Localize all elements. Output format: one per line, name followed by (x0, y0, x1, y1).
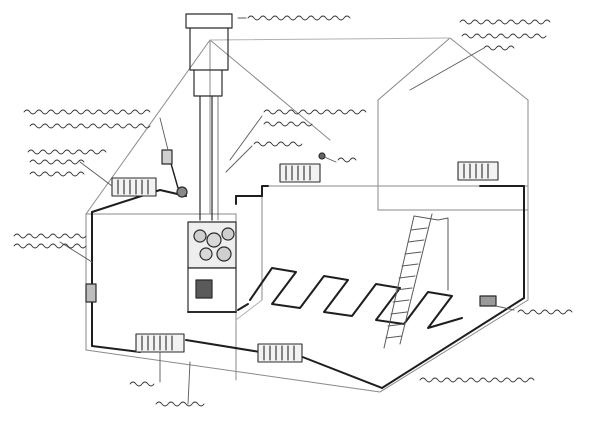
label-scribble (483, 45, 515, 51)
label-scribble (155, 401, 205, 407)
pipe-lower-right (299, 355, 383, 389)
label-scribble (13, 243, 87, 249)
fittings (85, 149, 497, 307)
chimney (185, 13, 233, 221)
coil-feed (237, 303, 249, 311)
leader-pipe-bottom (187, 361, 191, 405)
stone (199, 247, 213, 261)
label-scribble (27, 149, 107, 155)
label-scribble (13, 233, 87, 239)
stair-rail (413, 215, 449, 291)
label-scribble (23, 109, 151, 115)
pipe-tank-link (169, 159, 179, 189)
pipe-right-return (381, 297, 525, 389)
handwritten-annotations (13, 15, 573, 407)
label-scribble (461, 33, 547, 39)
radiator-upper-left (111, 177, 157, 197)
floor-coil (249, 267, 463, 329)
label-scribble (419, 377, 535, 383)
expansion-tank (161, 149, 173, 165)
stone (221, 227, 235, 241)
radiator-upper-mid (279, 163, 321, 183)
label-scribble (263, 109, 367, 115)
radiator-upper-right (457, 161, 499, 181)
label-scribble (459, 19, 551, 25)
label-scribble (263, 121, 313, 127)
leader-roof (409, 47, 485, 91)
right-gable (377, 37, 529, 101)
stair-stringers (383, 213, 433, 349)
radiator-lower-left (135, 333, 185, 353)
pipe-lower-mid (185, 339, 261, 353)
radiator-lower-mid (257, 343, 303, 363)
pipe-left-riser (91, 211, 141, 353)
callout-leaders (59, 17, 515, 405)
label-scribble (29, 171, 85, 177)
leader-wall-pipe (59, 241, 93, 263)
stove-door (195, 279, 213, 299)
label-scribble (29, 123, 151, 129)
leader-vent (321, 155, 337, 163)
label-scribble (247, 15, 351, 21)
leader-flue (229, 115, 263, 161)
circulation-pump (176, 186, 188, 198)
chimney-cap (185, 13, 233, 29)
floor-join (235, 299, 263, 321)
leader-stove-outlet (225, 145, 253, 173)
label-scribble (517, 309, 573, 315)
stone (206, 232, 222, 248)
chimney-neck (193, 69, 223, 97)
label-scribble (129, 381, 155, 387)
leader-collector (495, 305, 515, 311)
leader-tank (159, 117, 169, 151)
ground-outline (85, 213, 529, 393)
staircase (383, 213, 449, 349)
roof-ridge (209, 37, 451, 41)
leader-radiator-left (79, 161, 113, 187)
heating-pipes (91, 159, 525, 389)
collector (479, 295, 497, 307)
stove (187, 221, 237, 313)
pipe-upper-right (261, 185, 269, 197)
chimney-top (189, 27, 229, 71)
label-scribble (253, 141, 303, 147)
stone (216, 246, 232, 262)
underfloor-heating-loop (237, 267, 463, 329)
stone (193, 229, 207, 243)
stair-steps (385, 227, 428, 339)
pipe-right-riser (479, 185, 525, 299)
drain-valve (85, 283, 97, 303)
label-scribble (337, 157, 357, 163)
label-scribble (29, 159, 85, 165)
